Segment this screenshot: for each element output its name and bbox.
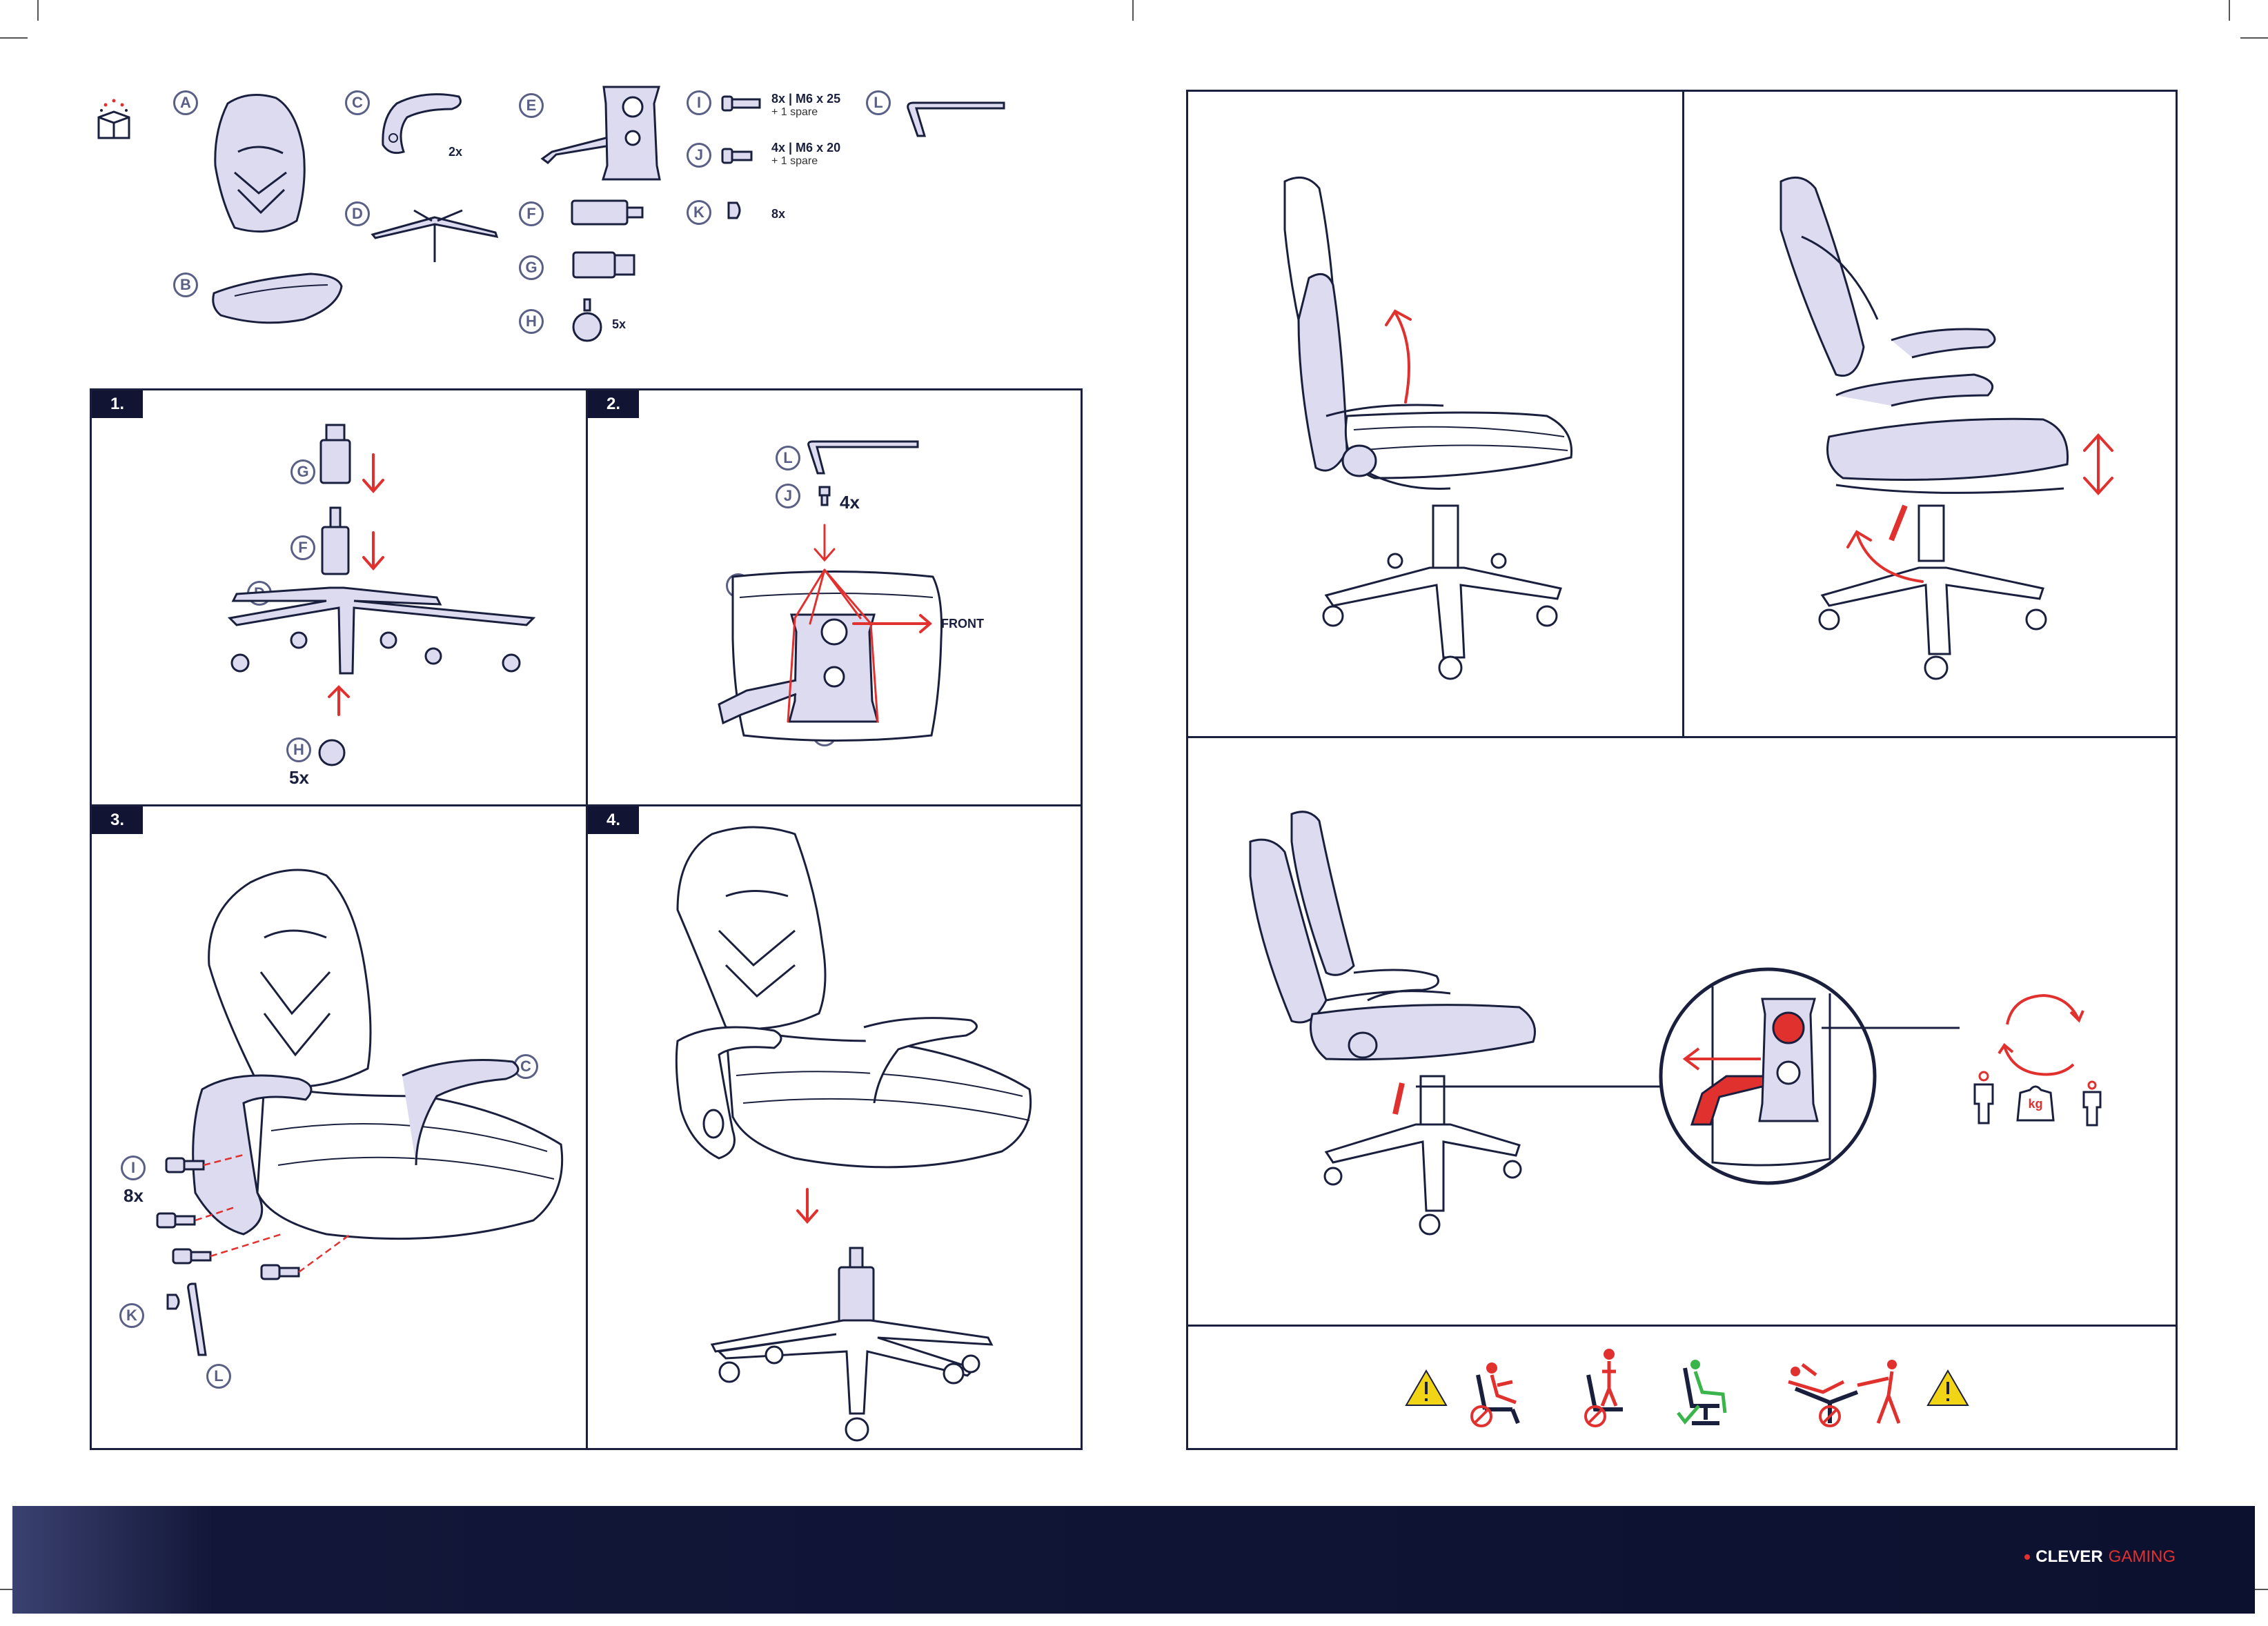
part-j-spec: 4x | M6 x 20 + 1 spare — [771, 140, 840, 168]
part-j-spare: + 1 spare — [771, 155, 840, 168]
allen-key-drawing — [904, 100, 1007, 141]
gas-lift-cover-part-drawing — [569, 248, 652, 283]
step-4-drawing — [588, 806, 1085, 1452]
no-pushing-person-icon — [1775, 1354, 1913, 1430]
part-i-spare: + 1 spare — [771, 106, 840, 119]
step-1-drawing — [92, 390, 590, 809]
tilt-mechanism-part-drawing — [538, 83, 676, 186]
backrest-tilt-drawing — [1188, 92, 1686, 740]
part-label-c: C — [345, 90, 370, 115]
safety-warnings-panel — [1186, 1325, 2178, 1450]
step-3-panel: 3. C I 8x K L — [90, 804, 588, 1450]
part-label-i: I — [687, 90, 711, 115]
step-2-panel: 2. L J 4x B E FRONT — [586, 388, 1083, 806]
brand-accent: GAMING — [2109, 1547, 2176, 1567]
step-3-drawing — [92, 806, 590, 1452]
bolt-m6x25-drawing — [721, 95, 762, 112]
backrest-part-drawing — [207, 90, 310, 248]
warning-triangle-icon — [1403, 1368, 1449, 1408]
correct-sitting-icon — [1671, 1354, 1740, 1430]
crop-mark — [2229, 0, 2230, 21]
light-person-icon — [1966, 1069, 2001, 1124]
step-2-drawing — [588, 390, 1085, 809]
open-box-icon — [93, 95, 135, 143]
brand-name: CLEVER — [2035, 1547, 2102, 1567]
part-label-h: H — [519, 309, 544, 334]
footer-bar: CLEVER GAMING — [12, 1506, 2255, 1614]
part-i-spec: 8x | M6 x 25 + 1 spare — [771, 91, 840, 119]
part-label-l: L — [866, 90, 891, 115]
caster-part-drawing — [569, 297, 611, 345]
bolt-cap-drawing — [724, 200, 745, 221]
part-h-quantity: 5x — [612, 317, 626, 332]
step-1-panel: 1. G F D H 5x — [90, 388, 588, 806]
part-k-quantity: 8x — [771, 207, 785, 221]
bolt-m6x20-drawing — [721, 148, 756, 164]
warning-triangle-icon — [1925, 1368, 1971, 1408]
part-label-f: F — [519, 201, 544, 226]
crop-mark — [37, 0, 39, 21]
weight-label: kg — [2016, 1097, 2055, 1111]
brand-logo: CLEVER GAMING — [2024, 1547, 2176, 1567]
no-standing-on-chair-icon — [1457, 1354, 1533, 1430]
tilt-tension-panel: kg — [1186, 736, 2178, 1327]
heavy-person-icon — [2078, 1080, 2106, 1128]
part-label-j: J — [687, 143, 711, 168]
part-j-size: 4x | M6 x 20 — [771, 141, 840, 155]
part-label-b: B — [173, 272, 198, 297]
height-adjust-panel — [1682, 90, 2178, 738]
part-label-a: A — [173, 90, 198, 115]
backrest-tilt-panel — [1186, 90, 1684, 738]
crop-mark — [0, 37, 28, 39]
crop-mark — [2240, 37, 2268, 39]
rotate-arrows-icon — [1992, 983, 2089, 1080]
part-i-size: 8x | M6 x 25 — [771, 92, 840, 106]
crop-mark — [1132, 0, 1134, 21]
gas-lift-part-drawing — [569, 197, 652, 231]
seat-part-drawing — [207, 266, 345, 328]
step-4-panel: 4. — [586, 804, 1083, 1450]
no-kneeling-on-chair-icon — [1575, 1347, 1637, 1430]
brand-dot — [2024, 1554, 2030, 1560]
star-base-part-drawing — [366, 197, 504, 266]
part-label-g: G — [519, 255, 544, 280]
part-label-k: K — [687, 200, 711, 225]
height-adjust-drawing — [1684, 92, 2180, 740]
weight-icon: kg — [2016, 1083, 2055, 1122]
part-c-quantity: 2x — [448, 145, 462, 159]
